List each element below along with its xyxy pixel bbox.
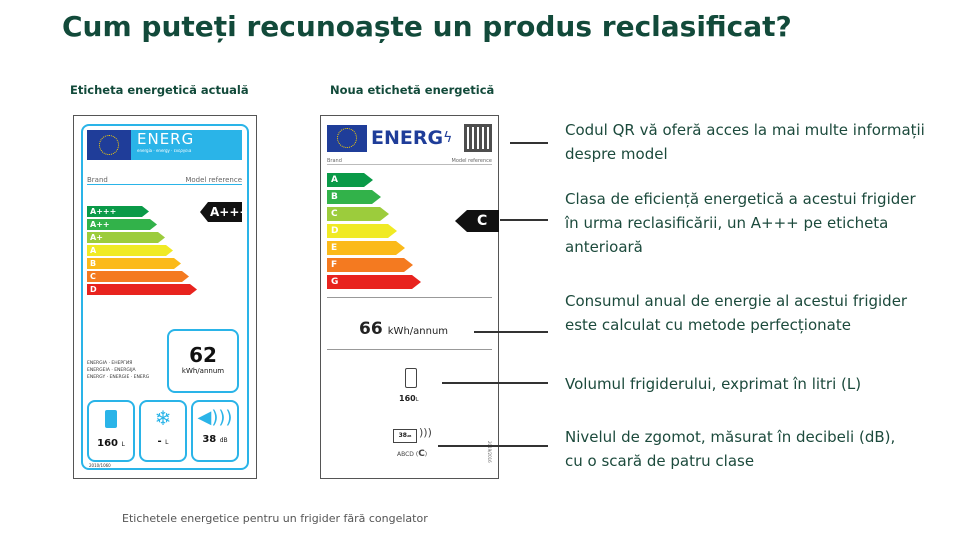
energy-class-bar: E bbox=[327, 241, 405, 255]
volume-value: 160 bbox=[97, 438, 119, 449]
noise-unit: dB bbox=[406, 434, 412, 438]
annotation-consumption: Consumul anual de energie al acestui fri… bbox=[565, 292, 908, 334]
energy-class-bar: B bbox=[87, 258, 181, 269]
annotation-class: Clasa de eficiență energetică a acestui … bbox=[565, 190, 916, 256]
model-text: Model reference bbox=[185, 176, 242, 184]
energ-subtitle: energia · energy · ενεργεια bbox=[137, 148, 192, 153]
pointer-line bbox=[510, 142, 548, 144]
energ-logo: ENERG bbox=[371, 127, 444, 149]
consumption-value: 62 bbox=[189, 343, 217, 367]
energy-class-bar: B bbox=[327, 190, 381, 204]
volume-box: 160 L bbox=[87, 400, 135, 462]
old-consumption-box: 62 kWh/annum bbox=[167, 329, 239, 393]
energy-class-bar: D bbox=[327, 224, 397, 238]
noise-value: 38 bbox=[202, 434, 217, 445]
energy-class-bar: D bbox=[87, 284, 197, 295]
eu-flag-icon bbox=[87, 130, 131, 160]
annotation-qr: Codul QR vă oferă acces la mai multe inf… bbox=[565, 121, 925, 163]
speaker-icon: ◀))) bbox=[197, 407, 233, 428]
energy-text: ENERGIA · ЕНЕРГИЯ bbox=[87, 361, 133, 366]
energy-class-bar: G bbox=[327, 275, 421, 289]
brand-text: Brand bbox=[327, 158, 342, 164]
energy-class-bar: A++ bbox=[87, 219, 157, 230]
pointer-line bbox=[500, 219, 548, 221]
energy-text: ENERGY · ENERGIE · ENERG bbox=[87, 375, 150, 380]
noise-class: C bbox=[418, 449, 425, 459]
model-text: Model reference bbox=[451, 158, 492, 164]
energy-class-bar: F bbox=[327, 258, 413, 272]
volume-value: 160 bbox=[399, 394, 416, 403]
caption: Etichetele energetice pentru un frigider… bbox=[122, 512, 428, 525]
new-label-heading: Noua etichetă energetică bbox=[330, 83, 495, 97]
energy-class-bar: A+ bbox=[87, 232, 165, 243]
lightning-icon: ϟ bbox=[443, 130, 453, 146]
freezer-box: ❄ - L bbox=[139, 400, 187, 462]
brand-text: Brand bbox=[87, 176, 108, 184]
energy-class-bar: C bbox=[327, 207, 389, 221]
old-label-header: ENERG energia · energy · ενεργεια bbox=[87, 130, 242, 160]
old-label-heading: Eticheta energetică actuală bbox=[70, 83, 249, 97]
energy-class-bar: C bbox=[87, 271, 189, 282]
noise-box: ◀))) 38 dB bbox=[191, 400, 239, 462]
regulation-text: 2010/1060 bbox=[89, 463, 111, 468]
freezer-unit: L bbox=[165, 439, 169, 446]
speaker-icon: 38dB bbox=[393, 429, 417, 443]
noise-scale: ABCD (C) bbox=[397, 449, 428, 459]
eu-flag-icon bbox=[327, 124, 367, 152]
annotation-noise: Nivelul de zgomot, măsurat în decibeli (… bbox=[565, 428, 896, 470]
energy-text: ENERGEIA · ENERGIJA bbox=[87, 368, 136, 373]
fridge-icon bbox=[405, 368, 417, 388]
page-title: Cum puteți recunoaște un produs reclasif… bbox=[62, 10, 792, 43]
noise-unit: dB bbox=[219, 437, 228, 444]
annotation-volume: Volumul frigiderului, exprimat în litri … bbox=[565, 375, 862, 393]
consumption-unit: kWh/annum bbox=[387, 326, 449, 337]
new-rating-arrow: C bbox=[455, 210, 499, 232]
volume-unit: L bbox=[415, 397, 419, 403]
snowflake-icon: ❄ bbox=[154, 406, 172, 430]
old-rating-arrow: A+++ bbox=[200, 202, 242, 222]
pointer-line bbox=[442, 382, 548, 384]
regulation-text: 2019/2016 bbox=[487, 441, 492, 463]
freezer-value: - bbox=[157, 436, 162, 447]
sound-waves-icon: ))) bbox=[419, 426, 432, 439]
qr-code-icon[interactable] bbox=[464, 124, 492, 152]
energy-class-bar: A bbox=[87, 245, 173, 256]
pointer-line bbox=[474, 331, 548, 333]
fridge-icon bbox=[105, 410, 117, 428]
old-energy-label: ENERG energia · energy · ενεργεια Brand … bbox=[73, 115, 257, 479]
new-consumption: 66 kWh/annum bbox=[359, 319, 448, 339]
energy-class-bar: A+++ bbox=[87, 206, 149, 217]
new-label-header: ENERG ϟ bbox=[327, 123, 492, 153]
energy-class-bar: A bbox=[327, 173, 373, 187]
noise-value: 38 bbox=[398, 432, 407, 439]
pointer-line bbox=[438, 445, 548, 447]
consumption-unit: kWh/annum bbox=[181, 367, 225, 375]
volume-unit: L bbox=[121, 441, 125, 448]
consumption-value: 66 bbox=[359, 319, 383, 339]
energ-logo: ENERG bbox=[137, 130, 195, 148]
